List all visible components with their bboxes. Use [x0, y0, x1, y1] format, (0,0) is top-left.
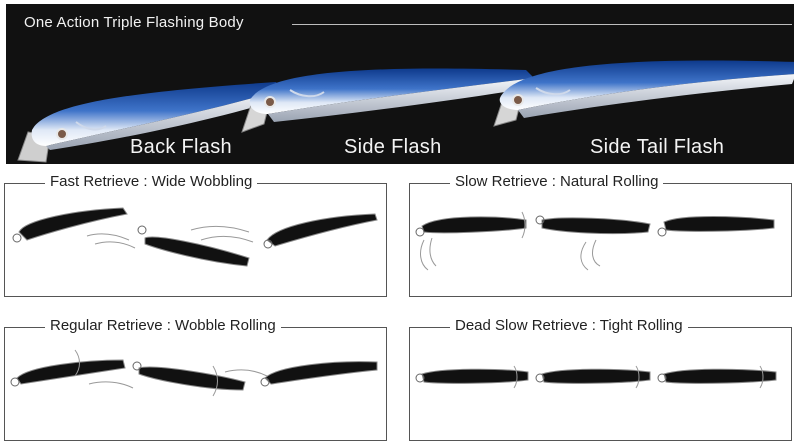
- back-flash-label: Back Flash: [130, 136, 232, 158]
- lure-back-flash: [17, 82, 282, 163]
- lure-silhouette: [535, 215, 651, 235]
- fast-retrieve-diagram: [12, 207, 378, 267]
- fast-retrieve-panel: Fast Retrieve : Wide Wobbling: [4, 173, 387, 297]
- side-flash-label: Side Flash: [344, 136, 442, 158]
- lure-silhouette: [263, 213, 378, 249]
- dead-slow-retrieve-diagram: [415, 365, 777, 389]
- fast-retrieve-title: Fast Retrieve : Wide Wobbling: [45, 173, 258, 190]
- dead-slow-retrieve-title: Dead Slow Retrieve : Tight Rolling: [450, 317, 688, 334]
- lure-silhouette: [657, 368, 777, 384]
- dead-slow-retrieve-panel: Dead Slow Retrieve : Tight Rolling: [409, 317, 792, 441]
- lure-silhouette: [415, 216, 527, 237]
- slow-retrieve-title: Slow Retrieve : Natural Rolling: [450, 173, 664, 190]
- slow-retrieve-panel: Slow Retrieve : Natural Rolling: [409, 173, 792, 297]
- hero-title: One Action Triple Flashing Body: [24, 14, 244, 31]
- lure-silhouette: [535, 368, 651, 384]
- lure-side-tail-flash: [493, 60, 794, 127]
- lure-silhouette: [12, 207, 128, 243]
- lure-illustration: [17, 60, 794, 163]
- hero-banner: One Action Triple Flashing Body: [6, 4, 794, 164]
- regular-retrieve-diagram: [10, 349, 378, 397]
- side-tail-flash-label: Side Tail Flash: [590, 136, 725, 158]
- lure-silhouette: [10, 359, 126, 387]
- regular-retrieve-panel: Regular Retrieve : Wobble Rolling: [4, 317, 387, 441]
- lure-silhouette: [415, 368, 529, 384]
- hero-title-rule: [292, 24, 792, 25]
- lure-silhouette: [137, 225, 250, 267]
- lure-silhouette: [260, 361, 378, 387]
- lure-side-flash: [241, 68, 534, 133]
- regular-retrieve-title: Regular Retrieve : Wobble Rolling: [45, 317, 281, 334]
- slow-retrieve-diagram: [415, 211, 775, 271]
- lure-silhouette: [657, 216, 775, 237]
- lure-silhouette: [132, 361, 246, 391]
